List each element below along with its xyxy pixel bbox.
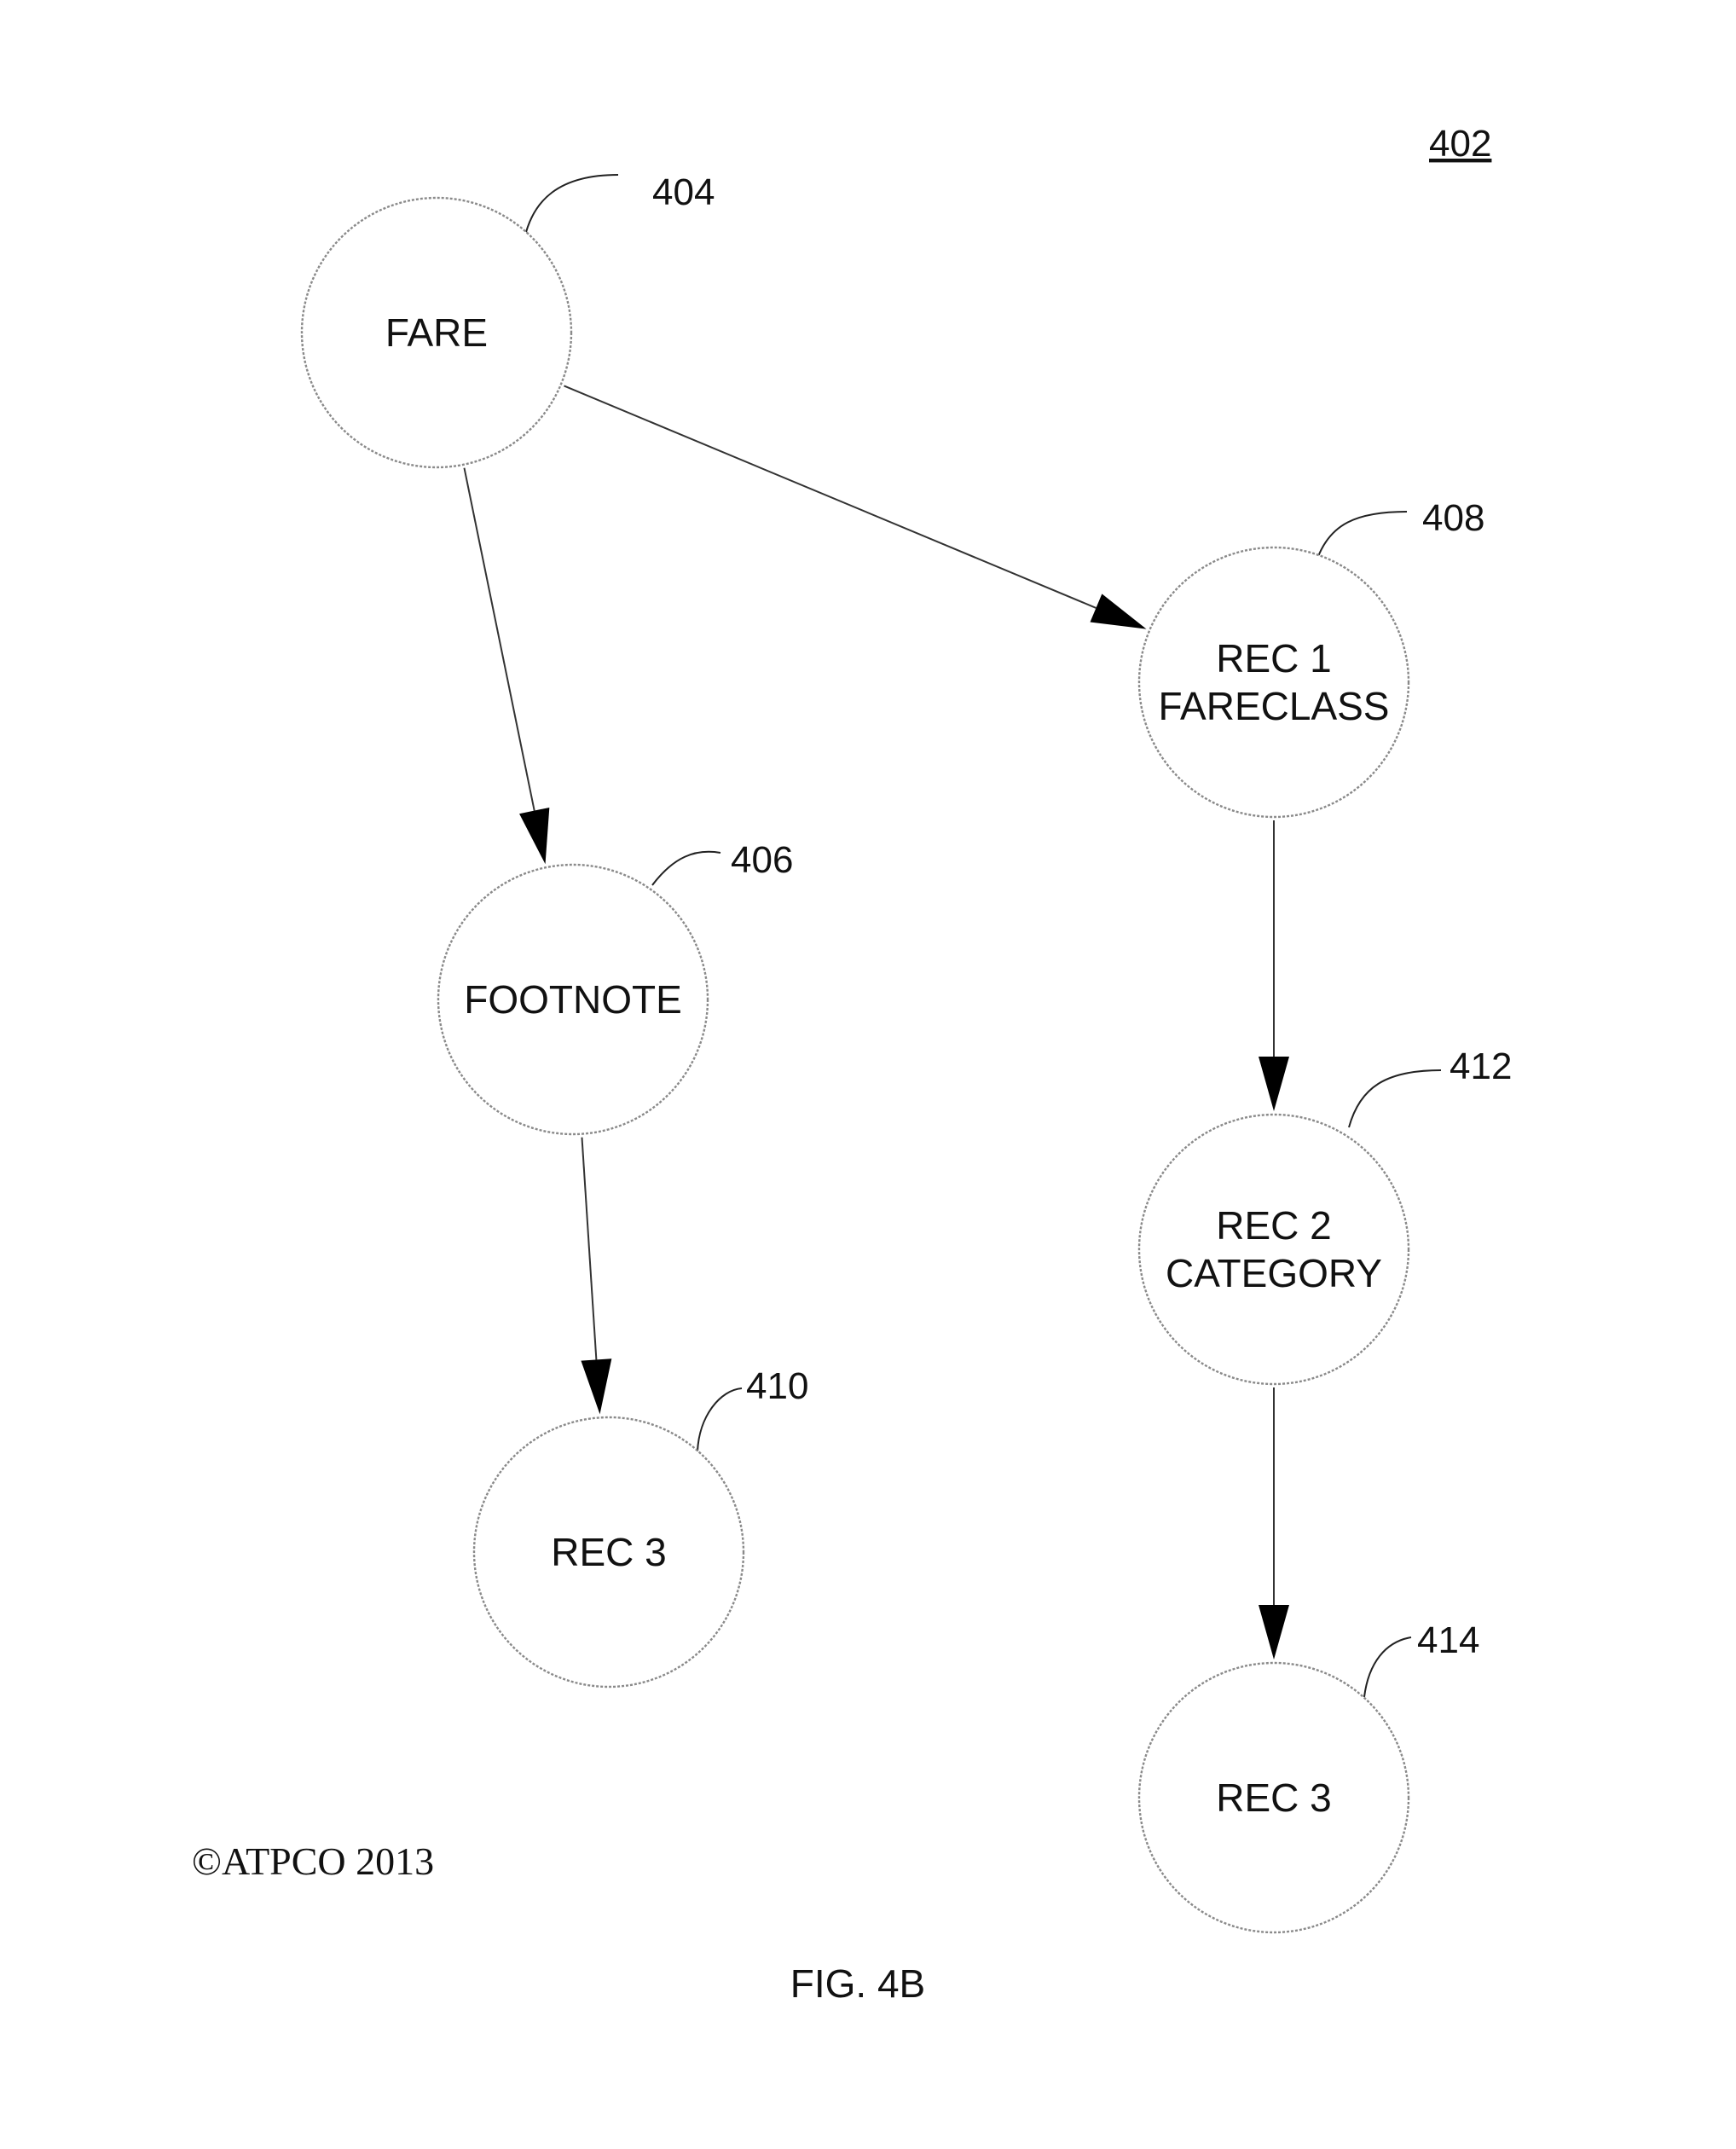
edge-404-to-408	[564, 385, 1146, 628]
edge-line	[564, 385, 1096, 608]
reference-number-408: 408	[1422, 497, 1484, 539]
copyright-notice: ©ATPCO 2013	[192, 1839, 434, 1883]
arrowhead	[1259, 1057, 1289, 1111]
edge-line	[464, 468, 534, 811]
reference-number-414: 414	[1417, 1619, 1479, 1661]
node-label: FARECLASS	[1159, 684, 1390, 728]
node-410: REC 3	[474, 1417, 744, 1687]
leader-line-408	[1317, 512, 1407, 559]
node-label: REC 2	[1216, 1203, 1331, 1248]
reference-number-404: 404	[652, 171, 715, 213]
node-412: REC 2CATEGORY	[1139, 1115, 1409, 1384]
figure-reference-number: 402	[1429, 123, 1491, 165]
edge-404-to-406	[464, 468, 549, 865]
node-label: CATEGORY	[1166, 1251, 1382, 1295]
reference-number-412: 412	[1450, 1046, 1512, 1087]
nodes: FARE FOOTNOTE REC 1FARECLASS REC 3 REC 2CATE…	[302, 198, 1409, 1932]
leader-line-414	[1364, 1637, 1411, 1697]
reference-number-410: 410	[746, 1365, 808, 1407]
arrowhead	[581, 1358, 611, 1414]
node-404: FARE	[302, 198, 571, 467]
edge-406-to-410	[581, 1138, 611, 1415]
node-label: REC 3	[1216, 1775, 1331, 1820]
edge-408-to-412	[1259, 820, 1289, 1111]
node-circle	[1139, 547, 1409, 817]
leader-line-406	[652, 852, 720, 885]
arrowhead	[1091, 594, 1147, 628]
arrowhead	[519, 808, 549, 864]
node-circle	[1139, 1115, 1409, 1384]
edge-412-to-414	[1259, 1387, 1289, 1660]
node-label: FARE	[385, 310, 488, 355]
leader-line-404	[524, 175, 618, 239]
reference-number-406: 406	[731, 839, 793, 881]
node-406: FOOTNOTE	[438, 865, 708, 1134]
node-label: REC 3	[551, 1530, 666, 1574]
figure-caption: FIG. 4B	[790, 1961, 925, 2006]
edge-line	[582, 1138, 596, 1360]
leader-line-410	[697, 1388, 742, 1451]
node-414: REC 3	[1139, 1663, 1409, 1932]
leader-line-412	[1349, 1070, 1441, 1127]
node-label: REC 1	[1216, 636, 1331, 681]
arrowhead	[1259, 1605, 1289, 1660]
node-label: FOOTNOTE	[464, 977, 682, 1022]
node-408: REC 1FARECLASS	[1139, 547, 1409, 817]
